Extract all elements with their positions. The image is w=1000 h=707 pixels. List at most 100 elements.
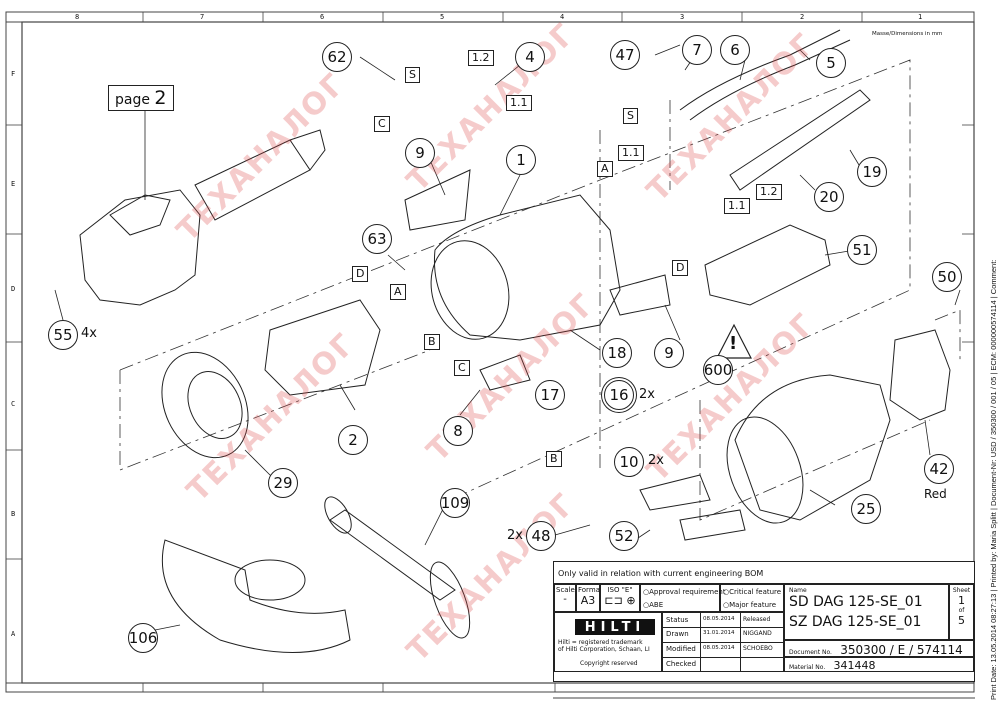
zone-row-e: E — [11, 180, 16, 188]
zone-column-5: 5 — [440, 13, 445, 21]
sheet-cell: Sheet 1 of 5 — [949, 584, 974, 640]
callout-7[interactable]: 7 — [682, 35, 712, 65]
connector-tag-1-2: 1.2 — [468, 50, 494, 66]
name-label: Name — [789, 587, 807, 594]
callout-62[interactable]: 62 — [322, 42, 352, 72]
document-number: 350300 / E / 574114 — [840, 643, 963, 657]
callout-10[interactable]: 10 — [614, 447, 644, 477]
iso-projection-cell: ISO "E" ⊏⊐ ⊕ — [600, 584, 640, 612]
approval-radio[interactable]: ○ — [643, 588, 650, 596]
connector-tag-s: S — [623, 108, 638, 124]
callout-9-label[interactable]: 9 — [654, 338, 684, 368]
zone-row-c: C — [11, 400, 16, 408]
material-number: 341448 — [833, 659, 876, 672]
connector-tag-1-1: 1.1 — [724, 198, 750, 214]
connector-tag-c: C — [374, 116, 390, 132]
drawn-label: Drawn — [666, 630, 689, 638]
abe-radio[interactable]: ○ — [643, 601, 650, 609]
approval-requirement-label: Approval requirement — [649, 588, 726, 596]
callout-5[interactable]: 5 — [816, 48, 846, 78]
color-note-red: Red — [924, 487, 947, 501]
callout-600[interactable]: 600 — [703, 355, 733, 385]
trademark-line-2: of Hilti Corporation, Schaan, LI — [558, 646, 650, 653]
callout-63[interactable]: 63 — [362, 224, 392, 254]
sheet-total: 5 — [958, 614, 965, 627]
critical-feature-label: Critical feature — [729, 588, 782, 596]
hilti-logo: HILTI — [575, 619, 655, 635]
zone-column-7: 7 — [200, 13, 205, 21]
major-feature-radio[interactable]: ○ — [723, 601, 730, 609]
callout-48[interactable]: 48 — [526, 521, 556, 551]
callout-20[interactable]: 20 — [814, 182, 844, 212]
callout-19[interactable]: 19 — [857, 157, 887, 187]
connector-tag-b: B — [546, 451, 562, 467]
zone-row-f: F — [11, 70, 16, 78]
callout-25[interactable]: 25 — [851, 494, 881, 524]
dimension-note: Masse/Dimensions in mm — [872, 31, 943, 37]
warning-triangle-icon: ! — [729, 333, 738, 354]
page-reference-prefix: page — [115, 92, 150, 108]
connector-tag-1-2: 1.2 — [756, 184, 782, 200]
iso-label: ISO "E" — [607, 586, 633, 594]
callout-106[interactable]: 106 — [128, 623, 158, 653]
feature-cell: ○Critical feature ○Major feature — [720, 584, 784, 612]
callout-55[interactable]: 55 — [48, 320, 78, 350]
zone-column-8: 8 — [75, 13, 80, 21]
document-number-cell: Document No. 350300 / E / 574114 — [784, 640, 974, 657]
modified-date: 08.05.2014 — [703, 645, 735, 651]
drawing-name-2: SZ DAG 125-SE_01 — [789, 614, 922, 630]
connector-tag-1-1: 1.1 — [506, 95, 532, 111]
scale-label: Scale — [556, 586, 575, 594]
callout-42[interactable]: 42 — [924, 454, 954, 484]
connector-tag-a: A — [597, 161, 613, 177]
critical-feature-radio[interactable]: ○ — [723, 588, 730, 596]
drawing-name-1: SD DAG 125-SE_01 — [789, 594, 923, 610]
callout-4[interactable]: 4 — [515, 42, 545, 72]
callout-17[interactable]: 17 — [535, 380, 565, 410]
zone-column-4: 4 — [560, 13, 565, 21]
connector-tag-b: B — [424, 334, 440, 350]
callout-18[interactable]: 18 — [602, 338, 632, 368]
callout-2[interactable]: 2 — [338, 425, 368, 455]
callout-109[interactable]: 109 — [440, 488, 470, 518]
callout-16[interactable]: 16 — [604, 380, 634, 410]
trademark-line-1: Hilti = registered trademark — [558, 639, 643, 646]
scale-cell: Scale - — [554, 584, 576, 612]
name-cell: Name SD DAG 125-SE_01 SZ DAG 125-SE_01 — [784, 584, 949, 640]
projection-symbol-icon: ⊏⊐ ⊕ — [604, 594, 636, 607]
callout-8[interactable]: 8 — [443, 416, 473, 446]
quantity-48: 2x — [507, 528, 523, 543]
callout-1[interactable]: 1 — [506, 145, 536, 175]
title-block: Only valid in relation with current engi… — [553, 561, 975, 682]
page-reference-box[interactable]: page 2 — [108, 85, 174, 111]
callout-47[interactable]: 47 — [610, 40, 640, 70]
drawn-row: Drawn 31.01.2014 NIGGAND — [663, 627, 783, 643]
callout-52[interactable]: 52 — [609, 521, 639, 551]
zone-column-1: 1 — [918, 13, 923, 21]
zone-column-3: 3 — [680, 13, 685, 21]
drawn-by: NIGGAND — [743, 630, 772, 637]
connector-tag-1-1: 1.1 — [618, 145, 644, 161]
connector-tag-d: D — [352, 266, 369, 282]
material-number-label: Material No. — [789, 664, 826, 671]
document-number-label: Document No. — [789, 649, 832, 656]
scale-value: - — [563, 594, 567, 605]
callout-51[interactable]: 51 — [847, 235, 877, 265]
material-number-cell: Material No. 341448 — [784, 657, 974, 672]
connector-tag-c: C — [454, 360, 470, 376]
format-value: A3 — [580, 594, 596, 607]
connector-tag-a: A — [390, 284, 406, 300]
quantity-10: 2x — [648, 453, 664, 468]
status-label: Status — [666, 616, 689, 624]
callout-9[interactable]: 9 — [405, 138, 435, 168]
abe-label: ABE — [649, 601, 664, 609]
callout-29[interactable]: 29 — [268, 468, 298, 498]
callout-6[interactable]: 6 — [720, 35, 750, 65]
callout-50[interactable]: 50 — [932, 262, 962, 292]
status-row: Status 08.05.2014 Released — [663, 613, 783, 628]
copyright-note: Copyright reserved — [580, 660, 638, 667]
status-value: Released — [743, 616, 771, 623]
status-date: 08.05.2014 — [703, 616, 735, 622]
